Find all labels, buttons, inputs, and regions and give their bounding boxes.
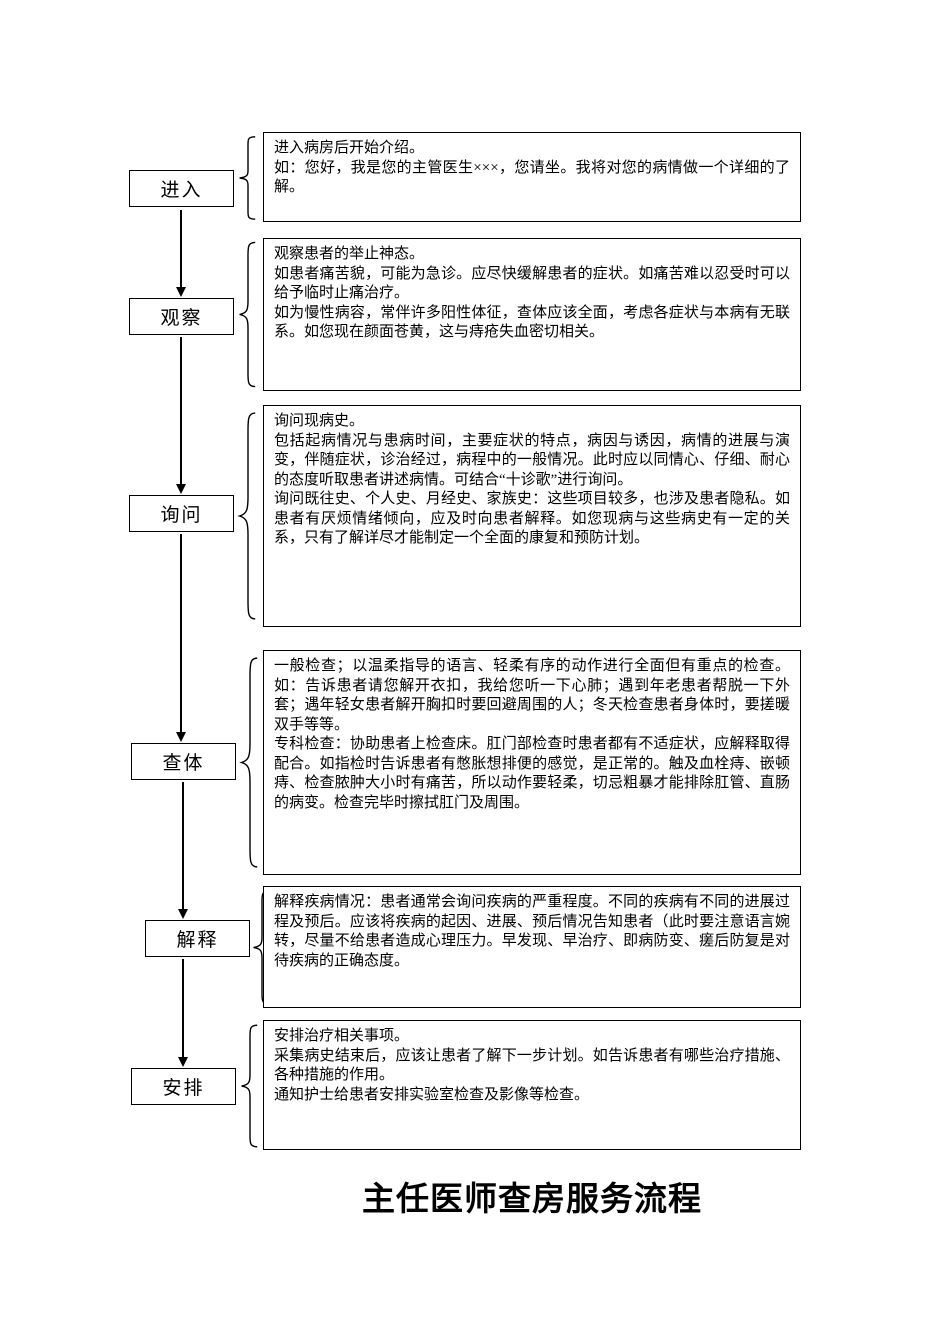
brace-icon <box>250 890 274 1005</box>
flow-arrow-3 <box>176 534 186 742</box>
flow-detail-inquire: 询问现病史。 包括起病情况与患病时间，主要症状的特点，病因与诱因，病情的进展与演… <box>263 405 801 627</box>
flow-detail-arrange: 安排治疗相关事项。 采集病史结束后，应该让患者了解下一步计划。如告诉患者有哪些治… <box>263 1020 801 1150</box>
brace-icon <box>236 136 260 220</box>
brace-icon <box>238 656 262 869</box>
flow-node-enter-label: 进入 <box>160 180 203 201</box>
flow-node-examine-label: 查体 <box>162 753 205 774</box>
flow-node-explain: 解释 <box>145 920 250 957</box>
flow-arrow-1 <box>176 210 186 297</box>
flow-node-explain-label: 解释 <box>176 930 219 951</box>
flow-node-arrange: 安排 <box>131 1068 236 1105</box>
flow-node-arrange-label: 安排 <box>162 1078 205 1099</box>
flow-node-observe-label: 观察 <box>160 308 203 329</box>
flow-arrow-4 <box>178 782 188 919</box>
page-title: 主任医师查房服务流程 <box>362 1180 702 1217</box>
brace-icon <box>236 411 260 621</box>
flow-node-examine: 查体 <box>131 743 236 780</box>
flow-detail-enter: 进入病房后开始介绍。 如：您好，我是您的主管医生×××，您请坐。我将对您的病情做… <box>263 132 801 222</box>
flow-detail-examine: 一般检查；以温柔指导的语言、轻柔有序的动作进行全面但有重点的检查。如：告诉患者请… <box>263 650 801 875</box>
flow-detail-observe: 观察患者的举止神态。 如患者痛苦貌，可能为急诊。应尽快缓解患者的症状。如痛苦难以… <box>263 238 801 391</box>
flow-detail-explain: 解释疾病情况：患者通常会询问疾病的严重程度。不同的疾病有不同的进展过程及预后。应… <box>263 886 801 1008</box>
flow-node-enter: 进入 <box>129 170 234 207</box>
brace-icon <box>236 241 260 388</box>
flow-node-observe: 观察 <box>129 298 234 335</box>
flow-arrow-5 <box>178 959 188 1067</box>
flow-arrow-2 <box>176 337 186 494</box>
brace-icon <box>238 1024 262 1148</box>
flow-node-inquire-label: 询问 <box>160 505 203 526</box>
flow-node-inquire: 询问 <box>129 495 234 532</box>
